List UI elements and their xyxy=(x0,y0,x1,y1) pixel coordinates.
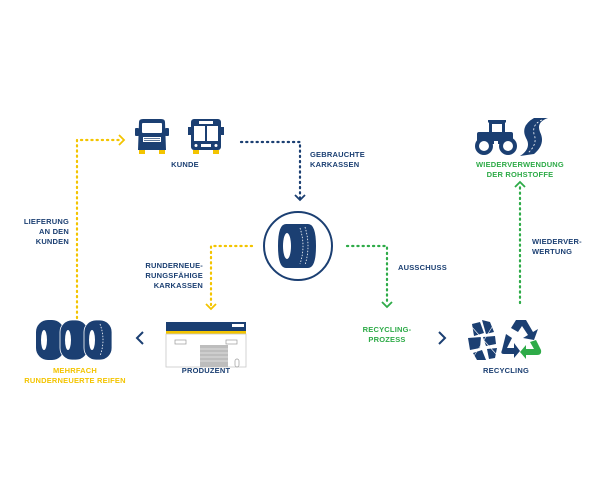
node-recycling-label: RECYCLING xyxy=(483,366,529,375)
road-icon xyxy=(520,118,548,156)
edge-lieferung-label: LIEFERUNG AN DEN KUNDEN xyxy=(23,217,69,246)
recycle-icon xyxy=(501,320,542,359)
stacked-tires-icon xyxy=(36,319,113,361)
edge-gebrauchte-line xyxy=(239,140,302,200)
node-kunde-label: KUNDE xyxy=(171,160,199,169)
shredded-tire-icon xyxy=(468,320,497,360)
tire-in-circle-icon xyxy=(263,211,333,281)
chevron-left-icon xyxy=(135,331,144,345)
edge-ausschuss-line xyxy=(345,244,389,305)
node-wiederverwendung-label: WIEDERVERWENDUNG DER ROHSTOFFE xyxy=(476,160,564,179)
node-recycling-prozess-label: RECYCLING- PROZESS xyxy=(362,325,412,344)
edge-wiederverwertung-label: WIEDERVER- WERTUNG xyxy=(532,237,582,256)
edge-runderneuerung-line xyxy=(209,244,254,308)
edge-gebrauchte-label: GEBRAUCHTE KARKASSEN xyxy=(310,150,365,169)
edge-gebrauchte-arrow xyxy=(294,194,306,202)
node-reifen-label: MEHRFACH RUNDERNEUERTE REIFEN xyxy=(24,366,126,385)
bus-icon xyxy=(188,119,224,154)
chevron-right-icon xyxy=(438,331,447,345)
edge-runderneuerung-label: RUNDERNEUE- RUNGSFÄHIGE KARKASSEN xyxy=(145,261,203,290)
edge-runderneuerung-arrow xyxy=(205,303,217,311)
road-roller-icon xyxy=(475,120,517,155)
edge-lieferung-arrow xyxy=(118,134,126,146)
edge-lieferung-line xyxy=(75,138,124,320)
node-produzent-label: PRODUZENT xyxy=(181,366,231,375)
edge-ausschuss-label: AUSSCHUSS xyxy=(398,263,447,272)
truck-icon xyxy=(135,119,169,154)
edge-ausschuss-arrow xyxy=(381,301,393,309)
factory-icon xyxy=(165,322,247,368)
edge-wiederverwertung-arrow xyxy=(514,180,526,188)
